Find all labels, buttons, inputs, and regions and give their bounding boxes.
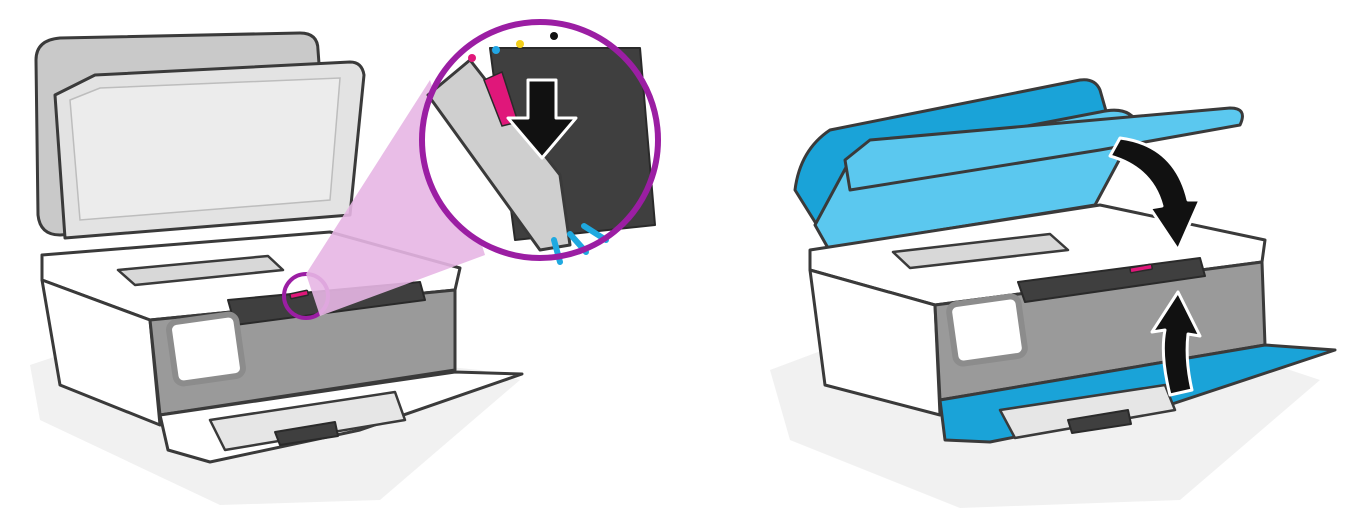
paper-output-slot [116, 254, 285, 287]
cartridge-small-right [1129, 263, 1153, 274]
ink-dot-magenta [468, 54, 476, 62]
down-arrow-icon [506, 78, 578, 160]
paper-tray-dark-right [1067, 409, 1132, 434]
cartridge-small [289, 289, 309, 300]
callout-carriage [426, 58, 572, 252]
printer-front-left-right [808, 268, 942, 417]
scanner-glass-area [69, 77, 341, 221]
printer-front-left [40, 278, 162, 427]
step-insert-cartridge-illustration [30, 19, 661, 505]
curved-down-arrow-icon [1108, 136, 1202, 252]
ink-dot-black [550, 32, 558, 40]
ink-dot-yellow [516, 40, 524, 48]
paper-tray-dark [274, 421, 339, 446]
control-panel-screen-right [946, 293, 1028, 367]
control-panel-screen [166, 311, 246, 387]
scanner-lid-blue-top [843, 106, 1244, 192]
callout-border [419, 19, 661, 261]
paper-tray-right [998, 383, 1177, 440]
step-close-doors-illustration [770, 78, 1337, 508]
curved-up-arrow-icon [1150, 290, 1202, 397]
paper-tray [208, 390, 407, 452]
ink-dot-cyan [492, 46, 500, 54]
magnify-callout [419, 19, 661, 265]
paper-output-slot-right [891, 232, 1070, 270]
